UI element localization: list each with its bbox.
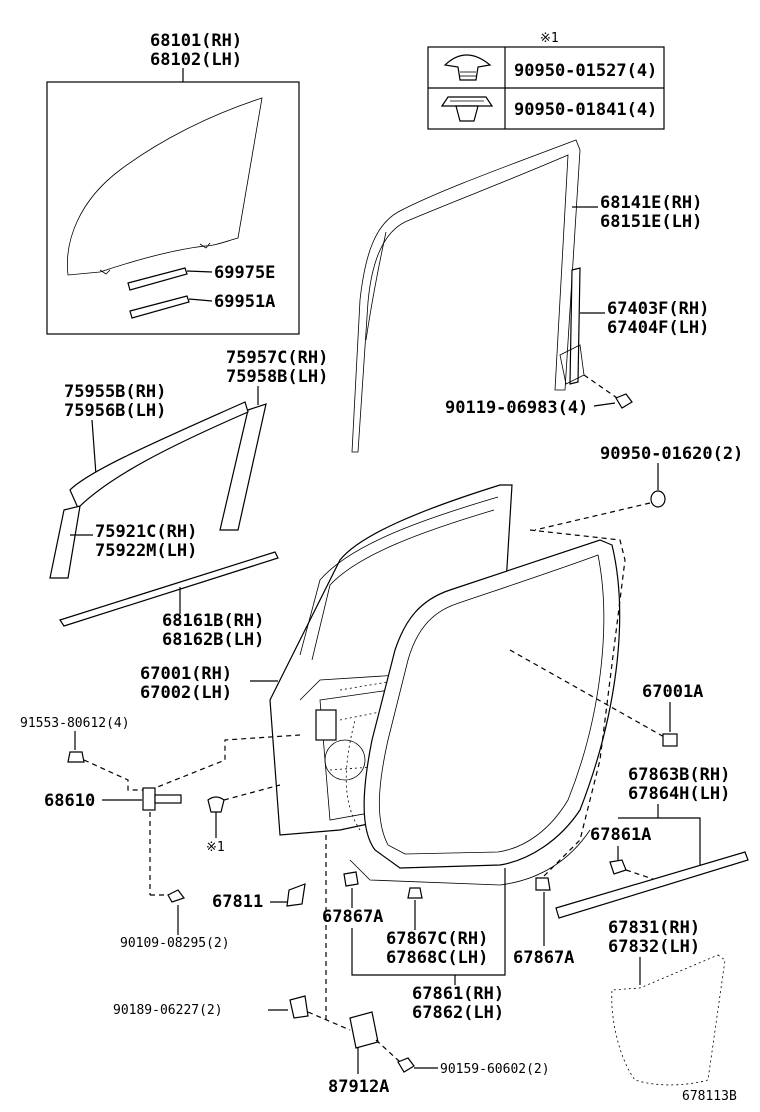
label-strip-67832[interactable]: 67832(LH) <box>608 937 700 957</box>
label-bolt-90119[interactable]: 90119-06983(4) <box>445 398 588 418</box>
label-molding-75922m[interactable]: 75922M(LH) <box>95 541 197 561</box>
label-clip-67867c[interactable]: 67867C(RH) <box>386 929 488 949</box>
label-garnish-75957c[interactable]: 75957C(RH) <box>226 348 328 368</box>
label-door-lh[interactable]: 67002(LH) <box>140 683 232 703</box>
label-hinge-68610[interactable]: 68610 <box>44 791 95 811</box>
glass-channel-69975e <box>127 267 188 291</box>
clip-icon-67861a <box>609 859 627 875</box>
label-channel-69975e[interactable]: 69975E <box>214 263 275 283</box>
label-sash-rh[interactable]: 67403F(RH) <box>607 299 709 319</box>
label-weatherstrip-68161b[interactable]: 68161B(RH) <box>162 611 264 631</box>
label-clip-67861a[interactable]: 67861A <box>590 825 651 845</box>
label-molding-75955b[interactable]: 75955B(RH) <box>64 382 166 402</box>
label-check-87912a[interactable]: 87912A <box>328 1077 389 1097</box>
clip-icon-67867c <box>407 887 423 899</box>
clip-icon-67867a-left <box>343 871 359 887</box>
label-glass-rh[interactable]: 68101(RH) <box>150 31 242 51</box>
upper-molding <box>69 401 249 510</box>
bolt-icon-90119 <box>615 393 633 409</box>
belt-weatherstrip <box>59 551 279 627</box>
door-check-icon <box>349 1011 379 1049</box>
clip-icon-flat <box>440 96 494 122</box>
bolt-icon-91553 <box>67 751 85 763</box>
door-glass <box>67 97 263 276</box>
label-garnish-75958b[interactable]: 75958B(LH) <box>226 367 328 387</box>
bolt-icon-67001a <box>662 733 678 747</box>
label-strip-67861[interactable]: 67861(RH) <box>412 984 504 1004</box>
label-sash-lh[interactable]: 67404F(LH) <box>607 318 709 338</box>
lower-door-strip <box>611 954 726 1086</box>
label-channel-69951a[interactable]: 69951A <box>214 292 275 312</box>
label-clip-90950-01620[interactable]: 90950-01620(2) <box>600 444 743 464</box>
drawing-number: 678113B <box>682 1089 737 1104</box>
lower-seal-strip <box>555 851 749 919</box>
garnish-pillar <box>219 403 267 531</box>
clip-icon-ref <box>207 796 225 813</box>
legend-part-2[interactable]: 90950-01841(4) <box>514 100 657 120</box>
label-clip-67867a-left[interactable]: 67867A <box>322 907 383 927</box>
clip-icon-67867a-right <box>535 877 551 891</box>
label-bolt-90159[interactable]: 90159-60602(2) <box>440 1062 550 1077</box>
label-strip-67831[interactable]: 67831(RH) <box>608 918 700 938</box>
label-clip-67868c[interactable]: 67868C(LH) <box>386 948 488 968</box>
bolt-icon-90109 <box>167 889 185 903</box>
label-weatherstrip-68162b[interactable]: 68162B(LH) <box>162 630 264 650</box>
clip-icon-round <box>443 54 492 81</box>
label-marker-ref[interactable]: ※1 <box>206 840 225 855</box>
door-weatherstrip <box>345 539 621 886</box>
clip-icon-01620 <box>650 490 666 508</box>
label-bolt-90109[interactable]: 90109-08295(2) <box>120 936 230 951</box>
hole-cover-icon <box>286 883 306 907</box>
hinge-icon <box>142 787 182 811</box>
bolt-icon-90159 <box>397 1057 415 1073</box>
label-nut-90189[interactable]: 90189-06227(2) <box>113 1003 223 1018</box>
legend-marker: ※1 <box>540 31 559 46</box>
label-seal-67864h[interactable]: 67864H(LH) <box>628 784 730 804</box>
label-molding-75956b[interactable]: 75956B(LH) <box>64 401 166 421</box>
label-glass-lh[interactable]: 68102(LH) <box>150 50 242 70</box>
label-seal-67863b[interactable]: 67863B(RH) <box>628 765 730 785</box>
rear-seal-outline <box>529 529 626 881</box>
nut-icon-90189 <box>289 995 309 1019</box>
glass-group-box <box>46 81 300 335</box>
rear-sash <box>569 267 581 385</box>
label-bolt-91553[interactable]: 91553-80612(4) <box>20 716 130 731</box>
front-molding <box>49 505 81 579</box>
label-molding-75921c[interactable]: 75921C(RH) <box>95 522 197 542</box>
label-strip-67862[interactable]: 67862(LH) <box>412 1003 504 1023</box>
glass-channel-69951a <box>129 295 190 319</box>
label-panel-67001a[interactable]: 67001A <box>642 682 703 702</box>
legend-part-1[interactable]: 90950-01527(4) <box>514 61 657 81</box>
label-run-rh[interactable]: 68141E(RH) <box>600 193 702 213</box>
label-clip-67867a-right[interactable]: 67867A <box>513 948 574 968</box>
label-run-lh[interactable]: 68151E(LH) <box>600 212 702 232</box>
label-door-rh[interactable]: 67001(RH) <box>140 664 232 684</box>
glass-run-channel <box>351 139 581 453</box>
label-hole-cover-67811[interactable]: 67811 <box>212 892 263 912</box>
